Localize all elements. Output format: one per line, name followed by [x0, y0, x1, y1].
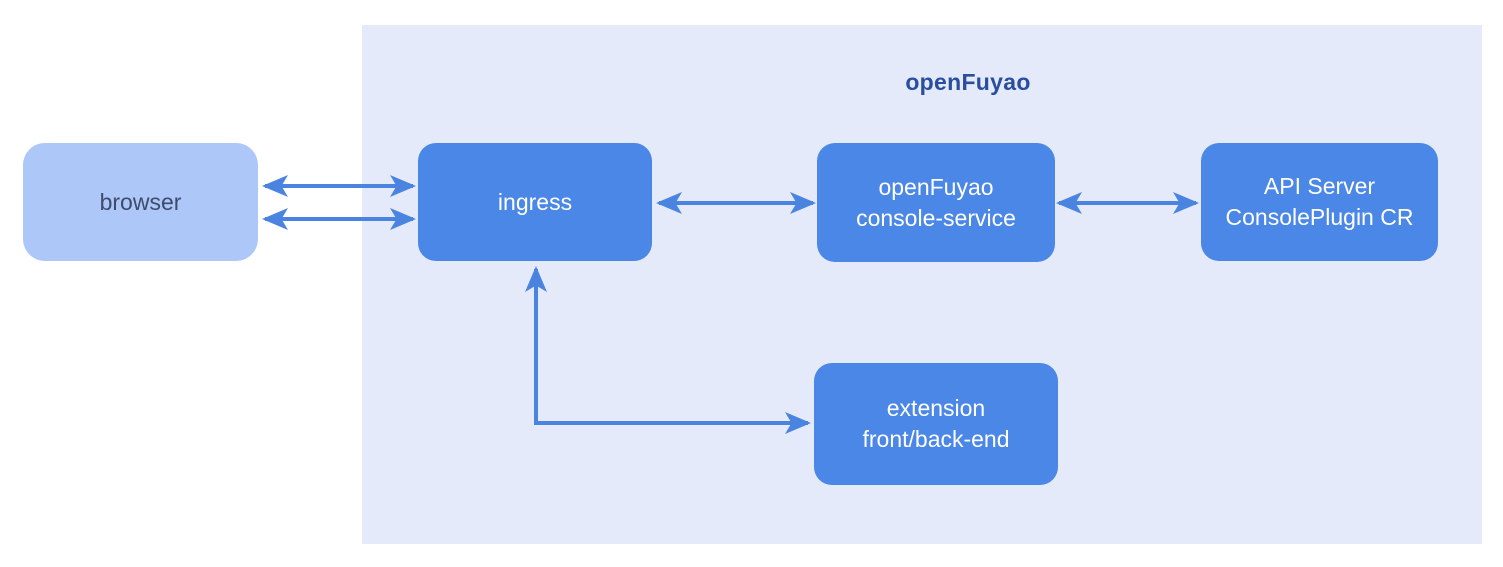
node-extension-label-line2: front/back-end [862, 426, 1010, 452]
node-browser-label: browser [99, 188, 182, 215]
node-console-service: openFuyao console-service [817, 143, 1055, 262]
node-console-service-label-line1: openFuyao [878, 173, 994, 200]
node-api-server-label-line2: ConsolePlugin CR [1225, 204, 1414, 230]
node-ingress-label: ingress [497, 188, 573, 215]
node-extension-label-line1: extension [886, 395, 986, 421]
node-ingress: ingress [418, 143, 652, 261]
node-api-server-label-line1: API Server [1263, 173, 1376, 199]
node-browser: browser [23, 143, 258, 261]
node-console-service-label-line2: console-service [856, 204, 1016, 231]
node-api-server: API Server ConsolePlugin CR [1201, 143, 1438, 261]
node-extension: extension front/back-end [814, 363, 1058, 485]
openfuyao-title: openFuyao [905, 69, 1031, 95]
